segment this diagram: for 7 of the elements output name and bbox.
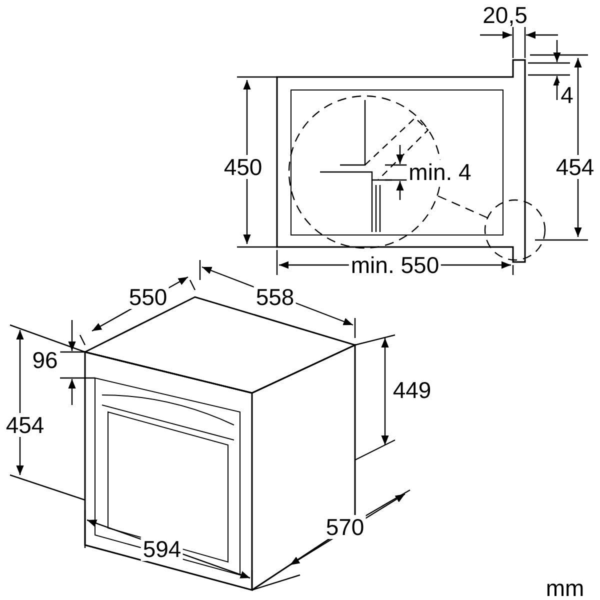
dimension-label: 450	[222, 155, 264, 179]
dimension-label: 594	[140, 537, 184, 561]
dimension-label: 550	[126, 285, 170, 309]
dimension-label: min. 4	[406, 160, 474, 184]
dimension-label: 454	[554, 155, 596, 179]
dimension-label: 570	[324, 515, 366, 539]
dimension-label: 454	[4, 413, 46, 437]
